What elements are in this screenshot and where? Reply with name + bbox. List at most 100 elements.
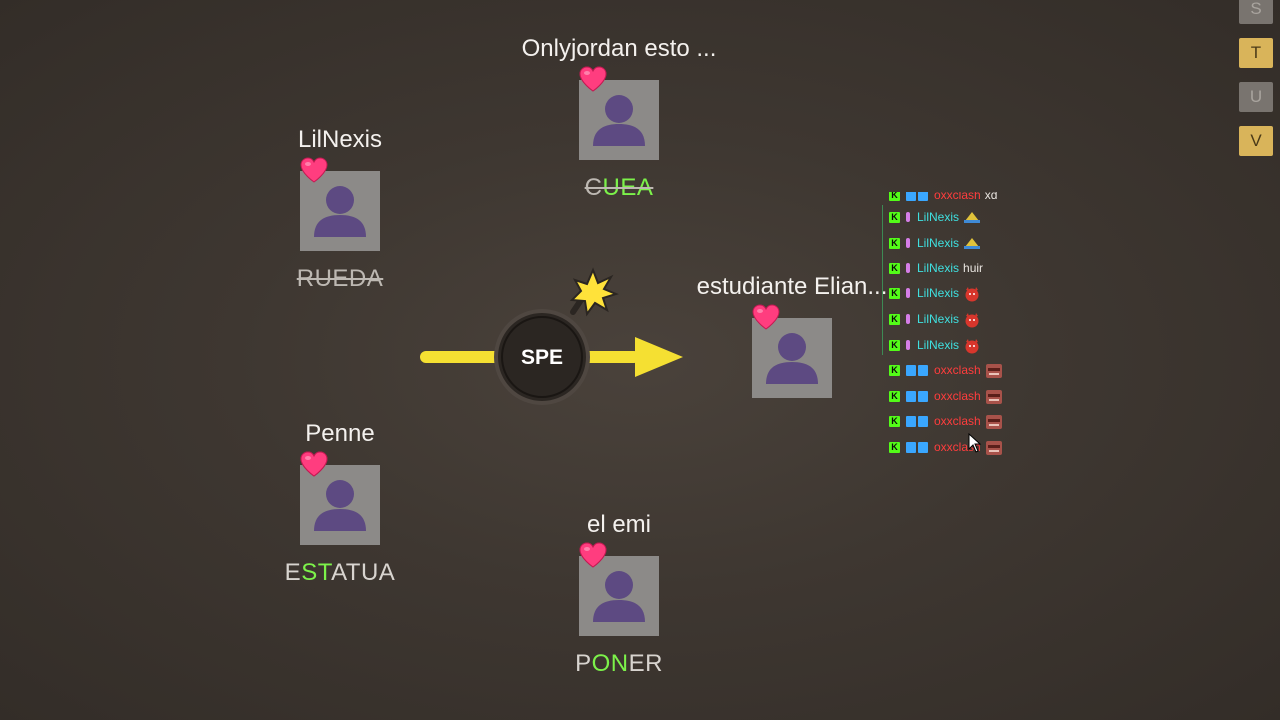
chat-message: K LilNexis <box>889 234 981 252</box>
word-segment: ER <box>628 650 663 677</box>
face-emote-icon <box>985 414 1002 429</box>
chat-username: oxxclash <box>934 389 981 403</box>
chat-username: oxxclash <box>934 414 981 428</box>
avatar <box>579 66 659 160</box>
sub-badge-icon <box>906 340 910 350</box>
word-segment: E <box>284 559 302 586</box>
chat-username: LilNexis <box>917 312 960 326</box>
word-segment: P <box>575 650 592 677</box>
boost-badge-icon <box>906 390 916 402</box>
player-name: LilNexis <box>297 126 383 153</box>
face-emote-icon <box>985 440 1002 455</box>
word-segment: ATUA <box>331 559 396 586</box>
chat-username: LilNexis <box>917 261 960 275</box>
lives-hearts <box>579 66 659 94</box>
kick-badge-icon: K <box>889 211 900 223</box>
chat-message: K LilNexis <box>889 336 979 354</box>
boost-badge-icon <box>906 441 916 453</box>
boost-badge-icon <box>918 415 928 427</box>
player-name: estudiante Elian... <box>696 273 888 300</box>
last-word: ESTATUA <box>240 559 440 587</box>
kick-badge-icon: K <box>889 415 900 427</box>
bonus-letter-u: U <box>1239 82 1273 112</box>
player-name: Onlyjordan esto ... <box>521 35 717 62</box>
boost-badge-icon <box>906 364 916 376</box>
player-penne: Penne ESTATUA <box>240 420 440 587</box>
spark-icon <box>569 267 619 317</box>
word-segment: ST <box>301 559 332 586</box>
avatar <box>752 304 832 398</box>
player-estudiante: estudiante Elian... <box>692 273 892 412</box>
kick-badge-icon: K <box>889 237 900 249</box>
face-emote-icon <box>985 389 1002 404</box>
last-word: PONER <box>519 650 719 678</box>
last-word: RUEDA <box>240 265 440 293</box>
boost-badge-icon <box>906 415 916 427</box>
bomb-turn-indicator: SPE <box>415 262 690 412</box>
player-onlyjordan: Onlyjordan esto ... CUEA <box>519 35 719 202</box>
chat-username: oxxclash <box>934 192 981 202</box>
chat-divider <box>882 205 883 355</box>
kick-badge-icon: K <box>889 441 900 453</box>
boost-badge-icon <box>918 364 928 376</box>
kick-badge-icon: K <box>889 192 900 201</box>
chat-username: LilNexis <box>917 338 960 352</box>
sub-badge-icon <box>906 288 910 298</box>
chat-text: xd <box>984 192 998 202</box>
bonus-letter-t: T <box>1239 38 1273 68</box>
devil-emote-icon <box>963 286 979 302</box>
boost-badge-icon <box>918 192 928 201</box>
chat-username: LilNexis <box>917 236 960 250</box>
cap-emote-icon <box>963 236 981 250</box>
kick-badge-icon: K <box>889 364 900 376</box>
kick-badge-icon: K <box>889 390 900 402</box>
word-segment: UEA <box>602 174 654 201</box>
chat-message: K LilNexis <box>889 284 979 302</box>
sub-badge-icon <box>906 314 910 324</box>
chat-username: LilNexis <box>917 210 960 224</box>
cap-emote-icon <box>963 210 981 224</box>
bomb-graphic: SPE <box>420 267 683 405</box>
avatar <box>579 542 659 636</box>
devil-emote-icon <box>963 338 979 354</box>
sub-badge-icon <box>906 263 910 273</box>
chat-username: oxxclash <box>934 363 981 377</box>
last-word: CUEA <box>519 174 719 202</box>
avatar <box>300 157 380 251</box>
player-name: el emi <box>586 511 652 538</box>
kick-badge-icon: K <box>889 339 900 351</box>
sub-badge-icon <box>906 212 910 222</box>
chat-username: LilNexis <box>917 286 960 300</box>
word-segment: C <box>584 174 603 201</box>
bonus-letter-s: S <box>1239 0 1273 24</box>
chat-text: huir <box>963 261 984 275</box>
word-segment: ON <box>591 650 629 677</box>
bonus-letter-v: V <box>1239 126 1273 156</box>
face-emote-icon <box>985 363 1002 378</box>
player-elemi: el emi PONER <box>519 511 719 678</box>
lives-hearts <box>752 304 832 332</box>
lives-hearts <box>300 451 380 479</box>
player-name: Penne <box>305 420 375 447</box>
sub-badge-icon <box>906 238 910 248</box>
word-segment: RUEDA <box>296 265 384 292</box>
player-lilnexis: LilNexis RUEDA <box>240 126 440 293</box>
devil-emote-icon <box>963 312 979 328</box>
chat-message: K LilNexis <box>889 208 981 226</box>
lives-hearts <box>579 542 659 570</box>
bonus-letters: S T U V <box>1239 0 1275 170</box>
boost-badge-icon <box>906 192 916 201</box>
bomb-syllable: SPE <box>521 346 563 369</box>
kick-badge-icon: K <box>889 262 900 274</box>
boost-badge-icon <box>918 390 928 402</box>
kick-badge-icon: K <box>889 287 900 299</box>
kick-badge-icon: K <box>889 313 900 325</box>
lives-hearts <box>300 157 380 185</box>
chat-message: K LilNexis <box>889 310 979 328</box>
